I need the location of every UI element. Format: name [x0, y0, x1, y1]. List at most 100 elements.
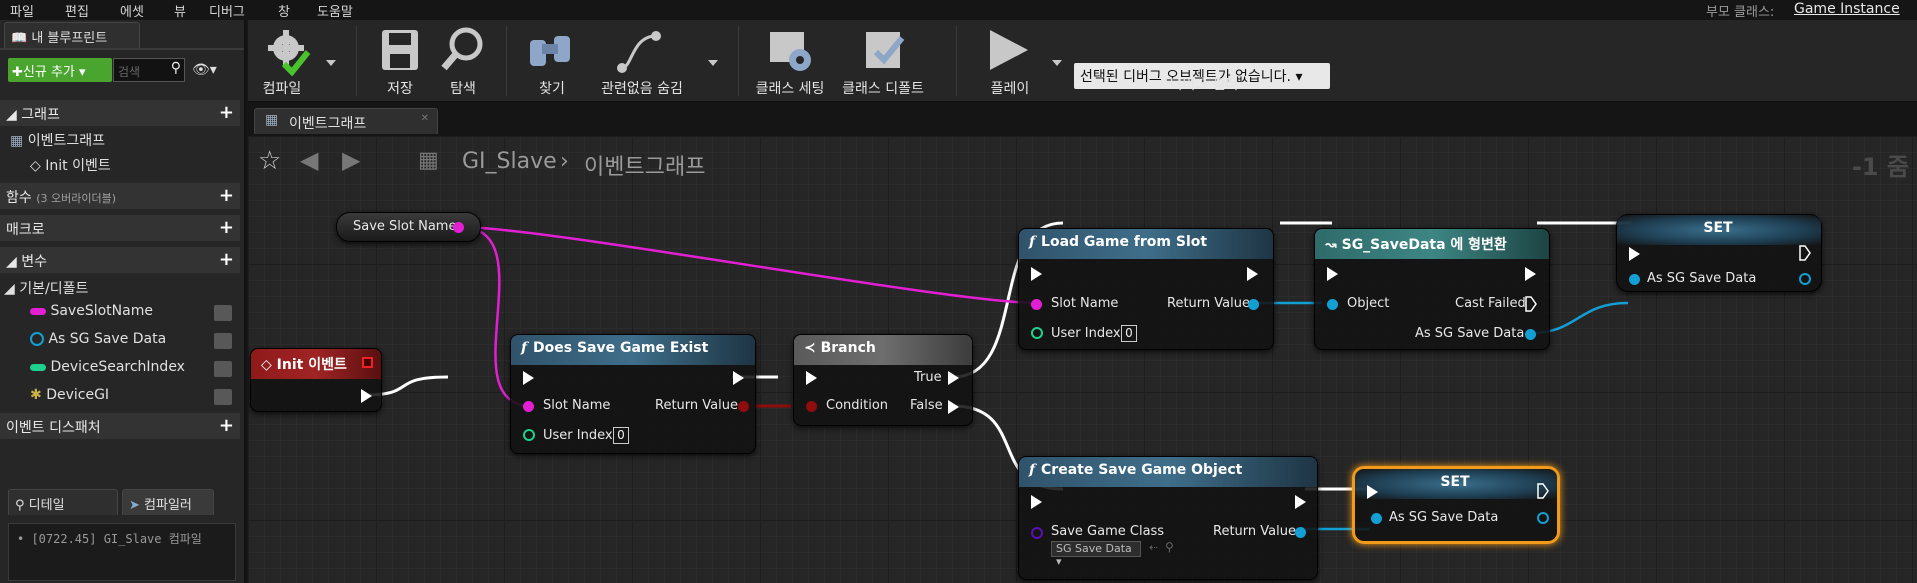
search-input[interactable]: 검색 ⚲ — [113, 58, 185, 82]
variable-category[interactable]: ◢ 기본/디폴트 — [4, 281, 89, 297]
hide-unrelated-icon[interactable] — [616, 28, 666, 74]
compile-options-chevron-icon[interactable] — [326, 60, 336, 66]
exec-input-pin[interactable] — [1031, 267, 1042, 281]
variable-visibility-toggle[interactable] — [214, 361, 232, 377]
exec-input-pin[interactable] — [1629, 247, 1640, 261]
compile-gear-icon[interactable] — [262, 26, 318, 76]
menu-debug[interactable]: 디버그 — [209, 5, 245, 20]
object-output-pin[interactable] — [1537, 512, 1549, 524]
back-arrow-icon[interactable]: ◀ — [300, 146, 319, 174]
exec-output-pin[interactable] — [733, 371, 744, 385]
section-variables[interactable]: ◢ 변수+ — [0, 247, 240, 273]
exec-input-pin[interactable] — [523, 371, 534, 385]
class-settings-icon[interactable] — [766, 28, 814, 74]
bool-output-pin[interactable] — [738, 401, 749, 412]
string-input-pin[interactable] — [1031, 299, 1042, 310]
visibility-eye-icon[interactable]: 👁▾ — [192, 62, 217, 78]
menu-edit[interactable]: 편집 — [65, 5, 89, 20]
tree-item-event-graph[interactable]: ▦ 이벤트그래프 — [10, 130, 105, 150]
object-input-pin[interactable] — [1327, 299, 1338, 310]
star-icon[interactable]: ☆ — [258, 146, 282, 176]
tab-my-blueprint[interactable]: 📖 내 블루프린트 — [4, 22, 140, 48]
play-triangle-icon[interactable] — [984, 26, 1032, 74]
node-cast-to-sg-savedata[interactable]: ↝ SG_SaveData 에 형변환 Object Cast Failed A… — [1314, 228, 1550, 350]
exec-output-pin[interactable] — [1537, 483, 1549, 499]
object-input-pin[interactable] — [1629, 274, 1640, 285]
exec-input-pin[interactable] — [1031, 495, 1042, 509]
play-options-chevron-icon[interactable] — [1052, 60, 1062, 66]
int-input-pin[interactable] — [523, 429, 535, 441]
graph-canvas[interactable]: ☆ ◀ ▶ ▦ GI_Slave › 이벤트그래프 -1 줌 Save Slot… — [248, 136, 1917, 583]
string-input-pin[interactable] — [523, 401, 534, 412]
object-input-pin[interactable] — [1371, 513, 1382, 524]
add-function-plus-icon[interactable]: + — [218, 185, 234, 206]
node-branch[interactable]: ≺ Branch True Condition False — [793, 334, 973, 426]
class-input-pin[interactable] — [1031, 527, 1043, 539]
variable-visibility-toggle[interactable] — [214, 305, 232, 321]
debug-object-select[interactable]: 선택된 디버그 오브젝트가 없습니다. ▾ — [1074, 63, 1330, 89]
variable-item-as-sg-save-data[interactable]: As SG Save Data — [30, 331, 166, 347]
close-icon[interactable]: ✕ — [420, 113, 429, 124]
object-output-pin[interactable] — [1525, 329, 1536, 340]
node-get-save-slot-name[interactable]: Save Slot Name — [336, 212, 481, 242]
add-macro-plus-icon[interactable]: + — [218, 217, 234, 238]
section-event-dispatchers[interactable]: 이벤트 디스패처+ — [0, 413, 240, 439]
tree-item-init-event[interactable]: ◇ Init 이벤트 — [30, 155, 111, 175]
add-graph-plus-icon[interactable]: + — [218, 102, 234, 123]
exec-output-pin[interactable] — [1525, 267, 1536, 281]
save-game-class-dropdown[interactable]: SG Save Data ▾ — [1051, 541, 1141, 568]
exec-output-pin-cast-failed[interactable] — [1525, 296, 1537, 312]
node-init-event[interactable]: ◇ Init 이벤트 — [250, 348, 382, 412]
exec-output-pin[interactable] — [1247, 267, 1258, 281]
exec-output-pin[interactable] — [1799, 245, 1811, 261]
tab-event-graph[interactable]: ▦ 이벤트그래프 ✕ — [254, 108, 438, 134]
variable-item-save-slot-name[interactable]: SaveSlotName — [30, 303, 153, 319]
exec-output-pin[interactable] — [361, 389, 372, 403]
add-new-button[interactable]: ✚신규 추가 ▾ — [8, 58, 112, 82]
tab-details[interactable]: ⚲ 디테일 — [8, 489, 118, 515]
section-graphs[interactable]: ◢ 그래프+ — [0, 100, 240, 126]
use-selected-arrow-icon[interactable]: ⇠ — [1149, 541, 1159, 554]
object-output-pin[interactable] — [1799, 273, 1811, 285]
forward-arrow-icon[interactable]: ▶ — [342, 146, 361, 174]
exec-input-pin[interactable] — [1367, 485, 1378, 499]
bool-input-pin[interactable] — [806, 401, 817, 412]
add-variable-plus-icon[interactable]: + — [218, 249, 234, 270]
variable-item-device-gi[interactable]: ✱ DeviceGI — [30, 387, 109, 403]
string-output-pin[interactable] — [453, 222, 464, 233]
exec-output-pin-true[interactable] — [948, 371, 959, 385]
menu-window[interactable]: 창 — [278, 5, 290, 20]
variable-visibility-toggle[interactable] — [214, 333, 232, 349]
exec-output-pin-false[interactable] — [948, 400, 959, 414]
menu-view[interactable]: 뷰 — [174, 5, 186, 20]
int-input-pin[interactable] — [1031, 327, 1043, 339]
variable-visibility-toggle[interactable] — [214, 389, 232, 405]
menu-asset[interactable]: 에셋 — [120, 5, 144, 20]
save-disk-icon[interactable] — [380, 28, 420, 72]
exec-input-pin[interactable] — [806, 371, 817, 385]
object-output-pin[interactable] — [1248, 299, 1259, 310]
browse-magnifier-icon[interactable] — [440, 26, 486, 74]
breadcrumb-blueprint[interactable]: GI_Slave — [462, 149, 557, 174]
breadcrumb-graph[interactable]: 이벤트그래프 — [584, 155, 706, 180]
user-index-field[interactable]: 0 — [1121, 325, 1137, 342]
section-functions[interactable]: 함수 (3 오버라이더블)+ — [0, 183, 240, 209]
hide-unrelated-options-chevron-icon[interactable] — [708, 60, 718, 66]
browse-magnifier-icon[interactable]: ⚲ — [1165, 540, 1174, 554]
exec-input-pin[interactable] — [1327, 267, 1338, 281]
tab-compiler-results[interactable]: ➤ 컴파일러 — [122, 489, 214, 515]
variable-item-device-search-index[interactable]: DeviceSearchIndex — [30, 359, 185, 375]
menu-file[interactable]: 파일 — [10, 5, 34, 20]
add-dispatcher-plus-icon[interactable]: + — [218, 415, 234, 436]
class-defaults-icon[interactable] — [862, 28, 908, 74]
parent-class-link[interactable]: Game Instance — [1794, 1, 1900, 17]
menu-help[interactable]: 도움말 — [317, 5, 353, 20]
user-index-field[interactable]: 0 — [613, 427, 629, 444]
node-set-as-sg-save-data-bottom[interactable]: SET As SG Save Data — [1352, 466, 1560, 544]
node-set-as-sg-save-data-top[interactable]: SET As SG Save Data — [1616, 214, 1822, 292]
find-binoculars-icon[interactable] — [526, 30, 576, 72]
exec-output-pin[interactable] — [1295, 495, 1306, 509]
